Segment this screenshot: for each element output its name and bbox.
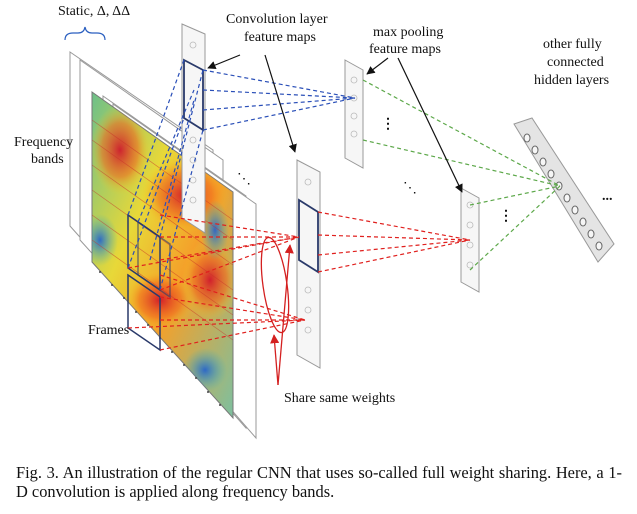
ellipsis-pool-diag: ⋱ <box>403 181 417 196</box>
pool-label-line2: feature maps <box>369 42 441 57</box>
ellipsis-pool-2: ⋮ <box>499 209 513 224</box>
pool-label-line1: max pooling <box>373 25 443 40</box>
ellipsis-pool-1: ⋮ <box>381 117 395 132</box>
pool-feature-map-1 <box>344 59 364 169</box>
blue-connections <box>127 59 356 291</box>
static-deltas-label: Static, Δ, ΔΔ <box>58 4 130 19</box>
hidden-label-line1: other fully <box>543 37 602 52</box>
frequency-label-line2: bands <box>31 152 64 167</box>
ellipsis-hidden: ... <box>602 189 613 204</box>
conv-feature-map-1 <box>181 23 206 234</box>
cnn-diagram: Static, Δ, ΔΔ Frequency bands Frames Con… <box>14 4 615 440</box>
frames-label: Frames <box>88 323 129 338</box>
figure-caption: Fig. 3. An illustration of the regular C… <box>16 463 622 501</box>
hidden-label-line2: connected <box>547 55 604 70</box>
input-brace <box>64 26 106 41</box>
conv-feature-map-2 <box>296 159 321 369</box>
shared-weights-label: Share same weights <box>284 391 395 406</box>
shared-weights-marker <box>260 236 294 386</box>
conv-label-line2: feature maps <box>244 30 316 45</box>
hidden-label-line3: hidden layers <box>534 73 609 88</box>
conv-label-line1: Convolution layer <box>226 12 328 27</box>
ellipsis-conv: ⋱ <box>237 172 251 187</box>
annotation-arrows <box>207 54 463 193</box>
red-connections <box>127 211 471 351</box>
hidden-layer <box>513 117 615 263</box>
frequency-label-line1: Frequency <box>14 135 73 150</box>
green-connections <box>362 79 561 271</box>
